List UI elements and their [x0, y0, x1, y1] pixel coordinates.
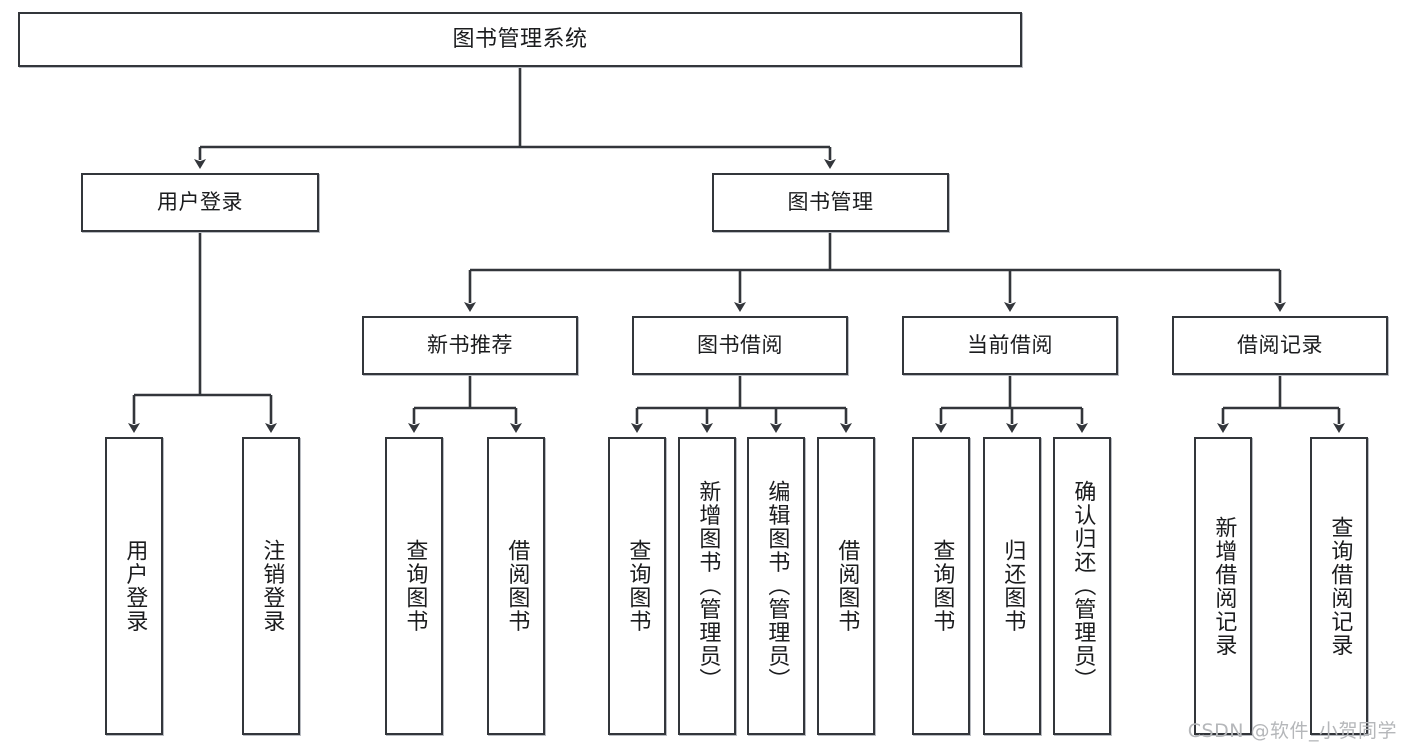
- csdn-watermark: CSDN @软件_小贺同学: [1187, 720, 1397, 742]
- node-leaf-query-book-rec-label: 查询图书: [402, 539, 428, 633]
- node-leaf-edit-book[interactable]: 编辑图书（管理员）: [747, 437, 805, 735]
- node-leaf-query-book-rec[interactable]: 查询图书: [385, 437, 443, 735]
- node-leaf-query-borrow-record[interactable]: 查询借阅记录: [1310, 437, 1368, 735]
- edges-newbook-to-leaves: [408, 375, 522, 433]
- node-leaf-query-book-borrow-label: 查询图书: [625, 539, 651, 633]
- node-leaf-borrow-book[interactable]: 借阅图书: [817, 437, 875, 735]
- edges-userlogin-to-leaves: [128, 232, 277, 433]
- node-leaf-query-book-current[interactable]: 查询图书: [912, 437, 970, 735]
- node-leaf-edit-book-label: 编辑图书（管理员）: [764, 480, 790, 692]
- node-leaf-query-book-current-label: 查询图书: [929, 539, 955, 633]
- node-leaf-return-book-label: 归还图书: [1000, 539, 1026, 633]
- edges-root-to-level2: [194, 67, 836, 169]
- node-root-label: 图书管理系统: [452, 26, 588, 52]
- node-leaf-confirm-return-label: 确认归还（管理员）: [1070, 480, 1096, 692]
- edges-bookborrow-to-leaves: [631, 375, 852, 433]
- node-leaf-user-login-label: 用户登录: [122, 539, 148, 633]
- node-book-manage[interactable]: 图书管理: [712, 173, 949, 232]
- node-leaf-user-logout[interactable]: 注销登录: [242, 437, 300, 735]
- node-leaf-add-book[interactable]: 新增图书（管理员）: [678, 437, 736, 735]
- node-borrow-record[interactable]: 借阅记录: [1172, 316, 1388, 375]
- node-new-book-recommend[interactable]: 新书推荐: [362, 316, 578, 375]
- node-leaf-add-borrow-record-label: 新增借阅记录: [1211, 515, 1237, 657]
- node-leaf-borrow-book-rec-label: 借阅图书: [504, 539, 530, 633]
- node-user-login-label: 用户登录: [157, 190, 243, 215]
- node-new-book-recommend-label: 新书推荐: [427, 333, 513, 358]
- node-current-borrow-label: 当前借阅: [967, 333, 1053, 358]
- node-root[interactable]: 图书管理系统: [18, 12, 1022, 67]
- node-leaf-add-book-label: 新增图书（管理员）: [695, 480, 721, 692]
- node-user-login[interactable]: 用户登录: [81, 173, 319, 232]
- node-leaf-confirm-return[interactable]: 确认归还（管理员）: [1053, 437, 1111, 735]
- node-leaf-query-borrow-record-label: 查询借阅记录: [1327, 515, 1353, 657]
- node-leaf-return-book[interactable]: 归还图书: [983, 437, 1041, 735]
- node-current-borrow[interactable]: 当前借阅: [902, 316, 1118, 375]
- edges-borrowrecord-to-leaves: [1217, 375, 1345, 433]
- node-book-borrow[interactable]: 图书借阅: [632, 316, 848, 375]
- node-leaf-user-logout-label: 注销登录: [259, 539, 285, 633]
- node-leaf-borrow-book-label: 借阅图书: [834, 539, 860, 633]
- node-leaf-add-borrow-record[interactable]: 新增借阅记录: [1194, 437, 1252, 735]
- node-borrow-record-label: 借阅记录: [1237, 333, 1323, 358]
- node-book-manage-label: 图书管理: [787, 190, 874, 215]
- node-leaf-user-login[interactable]: 用户登录: [105, 437, 163, 735]
- edges-currentborrow-to-leaves: [935, 375, 1088, 433]
- node-leaf-borrow-book-rec[interactable]: 借阅图书: [487, 437, 545, 735]
- edges-bookmanage-to-level3: [464, 232, 1286, 312]
- node-book-borrow-label: 图书借阅: [697, 333, 783, 358]
- node-leaf-query-book-borrow[interactable]: 查询图书: [608, 437, 666, 735]
